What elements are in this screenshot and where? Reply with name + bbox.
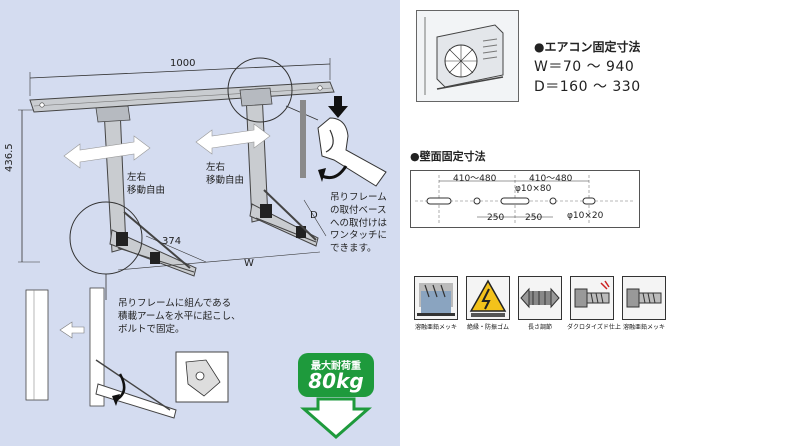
- wall-dim-b1: 250: [487, 213, 505, 223]
- max-load-badge: 最大耐荷重 80kg: [296, 351, 376, 439]
- move-free-right-label: 左右 移動自由: [206, 162, 245, 186]
- wall-hole-2: φ10×20: [567, 211, 604, 221]
- aircon-spec-title: ●エアコン固定寸法: [534, 40, 641, 54]
- move-arrow-left: [63, 135, 151, 169]
- insulation-rubber-icon: [466, 276, 510, 320]
- feature-caption-5: 溶融亜鉛メッキ: [622, 324, 665, 331]
- galvanized-icon: [414, 276, 458, 320]
- bracket-illustration: [18, 57, 387, 419]
- galvanized-bolt-icon: [622, 276, 666, 320]
- length-adjust-icon: [518, 276, 562, 320]
- feature-caption-4: ダクロタイズド仕上: [567, 324, 621, 331]
- aircon-spec-d: D＝160 〜 330: [534, 79, 641, 95]
- wall-hole-1: φ10×80: [515, 184, 552, 194]
- max-load-value: 80kg: [308, 369, 364, 393]
- w-dimension-label: W: [244, 258, 254, 269]
- feature-caption-3: 長さ調節: [527, 324, 552, 331]
- arm-fix-callout: 吊りフレームに組んである 積載アームを水平に起こし、 ボルトで固定。: [118, 298, 241, 335]
- product-illustration-panel: 1000 436.5 374 W D 左右 移動自由 左右 移動自由 吊りフレー…: [0, 0, 400, 446]
- height-dimension-label: 436.5: [4, 143, 15, 172]
- max-load-title: 最大耐荷重: [311, 361, 361, 372]
- dacrotized-bolt-icon: [570, 276, 614, 320]
- feature-caption-1: 溶融亜鉛メッキ: [414, 324, 457, 331]
- depth-dimension-label: 374: [162, 236, 182, 247]
- d-dimension-label: D: [310, 210, 318, 221]
- base-attach-callout: 吊りフレーム の取付ベース への取付けは ワンタッチに できます。: [330, 192, 388, 255]
- move-arrow-right: [195, 123, 271, 155]
- wall-hole-diagram: 410〜480 410〜480 φ10×80 250 250 φ10×20: [410, 170, 640, 228]
- wall-dim-a1: 410〜480: [453, 174, 497, 184]
- aircon-spec-w: W＝70 〜 940: [534, 59, 635, 75]
- move-free-left-label: 左右 移動自由: [127, 172, 166, 196]
- wall-dim-b2: 250: [525, 213, 543, 223]
- width-dimension-label: 1000: [170, 58, 196, 69]
- wall-spec-title: ●壁面固定寸法: [410, 150, 486, 163]
- aircon-thumbnail: [416, 10, 519, 102]
- feature-caption-2: 絶縁・防振ゴム: [466, 324, 509, 331]
- wall-dim-a2: 410〜480: [529, 174, 573, 184]
